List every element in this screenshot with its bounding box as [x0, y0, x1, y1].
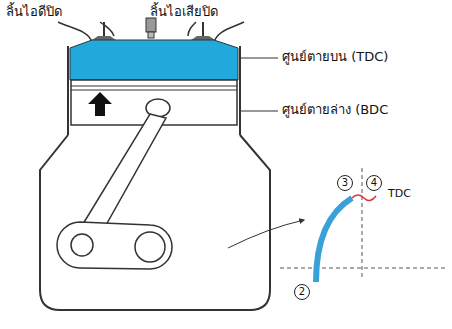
leader-line: [241, 58, 278, 59]
piston-ring: [71, 90, 237, 91]
combustion-chamber: [70, 40, 238, 80]
ignition-mark: [352, 195, 376, 201]
callout-text: 3: [342, 178, 348, 188]
crank-pin: [71, 234, 93, 256]
crankcase: [40, 135, 270, 310]
cylinder-wall: [67, 46, 69, 135]
callout-number: 3: [337, 175, 353, 191]
position-label: ศูนย์ตายล่าง (BDC: [282, 102, 388, 118]
axis-line: [280, 268, 448, 269]
pointer-line: [228, 220, 304, 248]
exhaust-valve: [191, 36, 215, 40]
position-label: TDC: [388, 187, 411, 200]
exhaust-port: [214, 22, 244, 42]
axis-line: [362, 168, 363, 280]
intake-valve: [103, 22, 105, 38]
intake-port: [58, 22, 92, 42]
crankshaft: [135, 232, 165, 262]
motion-arrow: [88, 92, 112, 116]
cylinder-wall: [239, 46, 241, 135]
piston-ring: [71, 86, 237, 87]
exhaust-valve: [202, 22, 204, 38]
position-label: ศูนย์ตายบน (TDC): [282, 49, 388, 65]
part-label: ลิ้นไอดีปิด: [6, 4, 62, 20]
spark-plug: [146, 18, 156, 32]
intake-port: [100, 22, 114, 36]
part-label: ลิ้นไอเสียปิด: [150, 4, 218, 20]
intake-valve: [92, 36, 116, 40]
spark-plug: [148, 32, 154, 38]
callout-number: 2: [294, 284, 310, 300]
callout-text: 4: [371, 178, 377, 188]
callout-text: 2: [299, 287, 305, 297]
callout-number: 4: [366, 175, 382, 191]
crank-web: [57, 222, 172, 269]
exhaust-port: [188, 22, 196, 36]
leader-line: [241, 111, 278, 112]
crank-arc: [316, 198, 352, 282]
